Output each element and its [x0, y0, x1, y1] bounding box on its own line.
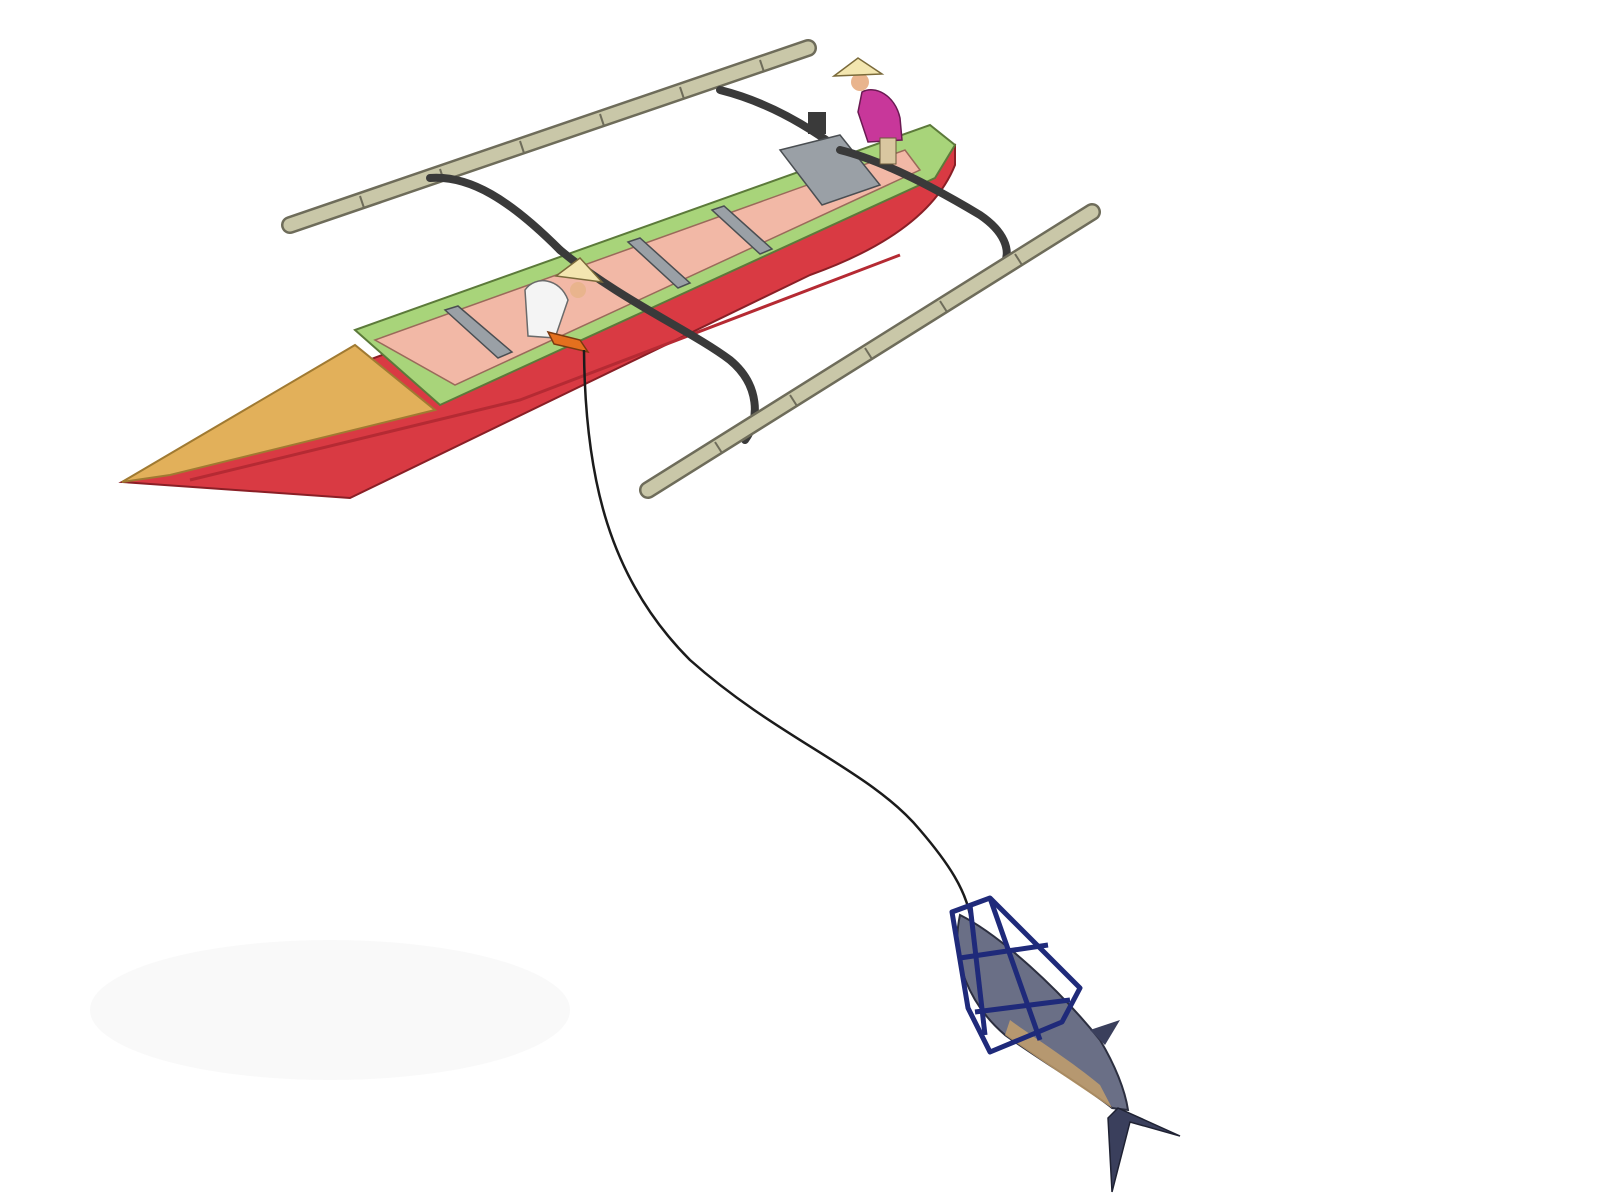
fish-cage-ring-1 — [959, 942, 1049, 961]
tuna — [956, 913, 1181, 1193]
fish-cage-ring-2 — [974, 997, 1071, 1015]
fish-cage — [949, 895, 1083, 1055]
stern-box — [808, 112, 826, 134]
fisherman-midship-body — [524, 280, 569, 339]
float-far-rings — [359, 59, 765, 209]
float-near-rings — [714, 253, 1023, 454]
outrigger-float-far-fill — [283, 41, 815, 232]
paper-stipple — [90, 940, 570, 1080]
fish-cage-bar-2 — [987, 897, 1043, 1041]
hat-midship-icon — [554, 256, 604, 284]
tuna-tail-icon — [1107, 1107, 1181, 1193]
thwarts — [443, 134, 882, 359]
bow-deck — [121, 343, 438, 483]
boom-near-front — [556, 246, 759, 444]
hull-stripe — [189, 253, 901, 482]
fisherman-midship — [524, 256, 604, 354]
hat-stern-icon — [831, 57, 885, 77]
fisherman-stern — [808, 57, 903, 165]
tuna-belly — [1005, 1020, 1112, 1108]
fisherman-stern-legs — [879, 137, 897, 165]
fisherman-stern-head — [851, 73, 869, 91]
fisherman-stern-body — [857, 89, 903, 143]
fishing-line — [582, 349, 972, 916]
outrigger-near — [556, 146, 1101, 499]
handline-reel-icon — [546, 330, 590, 354]
tuna-dorsal-fin-icon — [1090, 1020, 1120, 1045]
fisherman-midship-head — [570, 282, 586, 298]
boom-far-front — [426, 173, 564, 254]
boom-near-rear — [836, 146, 1011, 266]
